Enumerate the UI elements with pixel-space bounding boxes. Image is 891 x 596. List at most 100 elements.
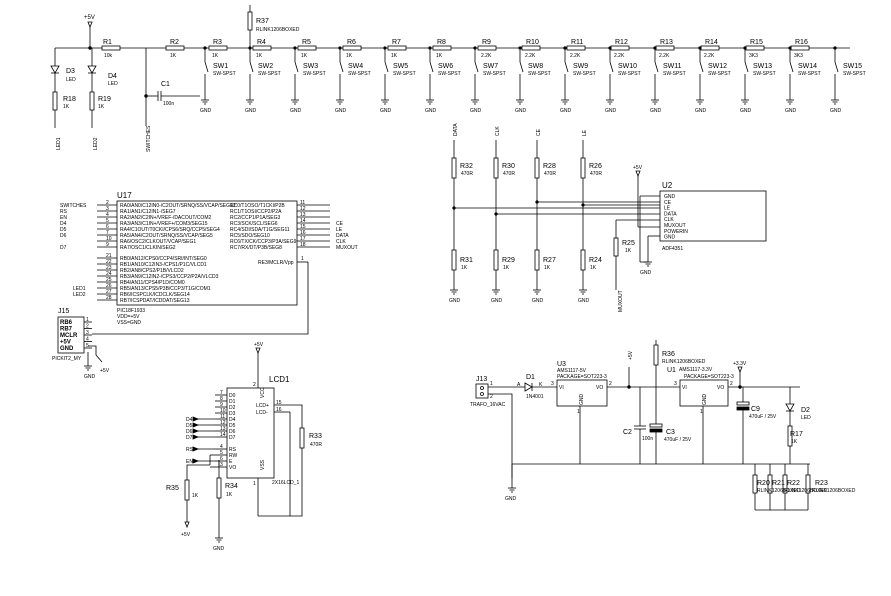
lcd-right-pin-number: 15: [276, 400, 282, 406]
switch-type: SW-SPST: [663, 71, 686, 77]
lcd-pin-label: D1: [229, 399, 236, 405]
pullup-value: 470R: [503, 171, 515, 177]
pullup-label: R30: [502, 163, 515, 170]
j13-part: TRAFO_16VAC: [470, 402, 506, 408]
u17-pin-function: RC3/SCK/SCL/SEG6: [230, 221, 278, 227]
ladder-resistor-label: R8: [437, 39, 446, 46]
j15-gnd: GND: [84, 374, 96, 380]
u17-vss: VSS=GND: [117, 320, 141, 326]
j13-label: J13: [476, 376, 487, 383]
lcd-net-label: EN: [186, 459, 193, 465]
r25-label: R25: [622, 240, 635, 247]
switch-contact: [204, 61, 209, 73]
switch-type: SW-SPST: [843, 71, 866, 77]
u17-pin-function: RB2/AN8/CPS2/P1B/VLCD2: [120, 268, 184, 274]
u2-pin-label: MUXOUT: [664, 223, 686, 229]
ladder-resistor-label: R6: [347, 39, 356, 46]
c2-value: 100n: [642, 436, 653, 442]
lcd-pin-label: D6: [229, 429, 236, 435]
ladder-resistor-value: 2.2K: [481, 53, 492, 59]
u2-net-group: DATAR32470RR311KGNDCLKR30470RR291KGNDCER…: [449, 123, 660, 304]
gnd-label: GND: [245, 108, 257, 114]
pullup-resistor: [580, 157, 586, 179]
ladder-resistor-label: R7: [392, 39, 401, 46]
r20-label: R20: [757, 480, 770, 487]
switch-type: SW-SPST: [303, 71, 326, 77]
switch-contact: [429, 61, 434, 73]
ladder-resistor-label: R15: [750, 39, 763, 46]
j15-pin-number: 1: [86, 317, 89, 323]
r1-label: R1: [103, 39, 112, 46]
led2-net-label: LED2: [93, 137, 99, 150]
ladder-resistor: [610, 45, 630, 51]
pullup-label: R26: [589, 163, 602, 170]
lcd-net-label: D4: [186, 417, 193, 423]
u2-pin-label: GND: [664, 235, 676, 241]
lcd-pin-label: D0: [229, 393, 236, 399]
lcd-vcc: VCC: [260, 387, 266, 398]
switch-contact: [474, 61, 479, 73]
ladder-resistor: [387, 45, 407, 51]
ladder-resistor-value: 2.2K: [704, 53, 715, 59]
u1-vo: VO: [717, 385, 724, 391]
pulldown-label: R31: [460, 257, 473, 264]
switch-label: SW15: [843, 63, 862, 70]
ladder-resistor-label: R12: [615, 39, 628, 46]
u3-gnd: GND: [579, 394, 585, 406]
lcd-pin-number: 9: [220, 402, 223, 408]
lcd-pin-number: 12: [220, 420, 226, 426]
switch-type: SW-SPST: [573, 71, 596, 77]
u17-pin-function: RA0/AN0/C12IN0-/C2OUT/SRNQ/SS/VCAP/SEG12: [120, 203, 236, 209]
u17-pin-function: RB7/ICSPDAT/ICDDAT/SEG13: [120, 298, 190, 304]
led1-net-label: LED1: [56, 137, 62, 150]
switch-label: SW10: [618, 63, 637, 70]
c3-value: 470uF / 25V: [664, 437, 692, 443]
lcd-section: +5V LCD1 VCC VSS 2 1 D07D18D29D310D411D5…: [166, 342, 322, 552]
u17-pin-function: RB6/ICSPCLK/ICDCLK/SEG14: [120, 292, 190, 298]
d3-type: LED: [66, 77, 76, 83]
u2-pin-label: CLK: [664, 217, 674, 223]
u17-pin-number: 26: [106, 283, 112, 289]
switch-label: SW13: [753, 63, 772, 70]
u17-pin-number: 15: [300, 224, 306, 230]
lcd-pin-label: VO: [229, 465, 236, 471]
j15-pin-number: 2: [86, 324, 89, 330]
r1-resistor: [101, 45, 121, 51]
d2-label: D2: [801, 407, 810, 414]
ladder-resistor-label: R9: [482, 39, 491, 46]
lcd-gnd: GND: [213, 546, 225, 552]
r35-label: R35: [166, 485, 179, 492]
lcd-pin-label: D7: [229, 435, 236, 441]
j15-pin-label: GND: [60, 346, 74, 352]
u17-pin-number: 21: [106, 253, 112, 259]
ladder-resistor: [252, 45, 272, 51]
u17-pin-function: RA4/C1OUT/T0CKI/CPS6/SRQ/CCP5/SEG4: [120, 227, 220, 233]
switch-label: SW6: [438, 63, 453, 70]
p33v-label: +3.3V: [733, 361, 747, 367]
u17-pin-function: RA3/AN3/C1IN+/VREF+/COM3/SEG15: [120, 221, 208, 227]
pullup-value: 470R: [461, 171, 473, 177]
u17-mclr-pin: 1: [301, 256, 304, 262]
switch-label: SW14: [798, 63, 817, 70]
switch-contact: [384, 61, 389, 73]
u17-pin-function: RC7/RX/DT/P3B/SEG8: [230, 245, 282, 251]
u2-label: U2: [662, 181, 673, 190]
u1-gnd: GND: [702, 394, 708, 406]
gnd-label: GND: [650, 108, 662, 114]
lcd-pin-label: E: [229, 459, 233, 465]
u17-pin-number: 13: [300, 212, 306, 218]
pulldown-value: 1K: [461, 265, 468, 271]
lcd-p5v: +5V: [254, 342, 264, 348]
pulldown-value: 1K: [590, 265, 597, 271]
u17-part: PIC18F1933: [117, 308, 145, 314]
switch-type: SW-SPST: [708, 71, 731, 77]
switch-label: SW4: [348, 63, 363, 70]
lcd-pin-number: 14: [220, 432, 226, 438]
r18-value: 1K: [63, 104, 70, 110]
u2-top-net: LE: [582, 129, 588, 136]
u3-pin-out: 2: [609, 381, 612, 387]
gnd-label: GND: [425, 108, 437, 114]
gnd-label: GND: [532, 298, 544, 304]
